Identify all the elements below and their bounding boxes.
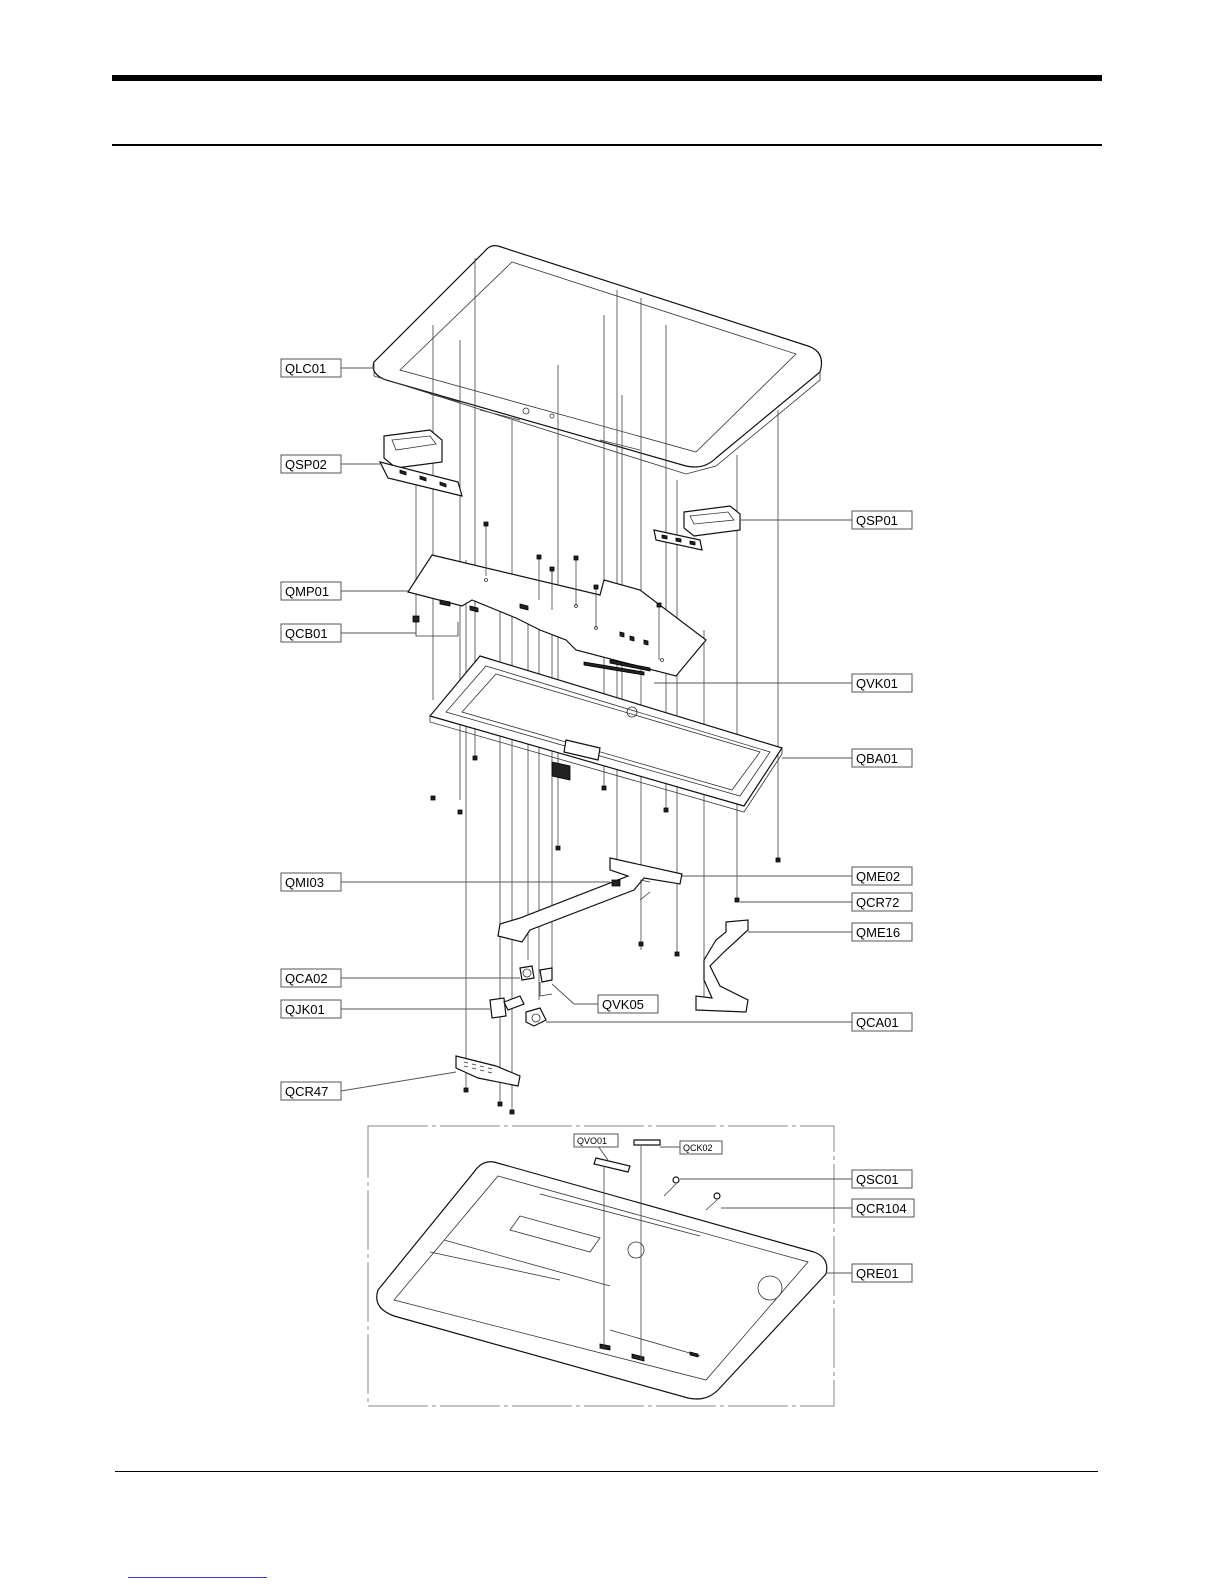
label-qck02: QCK02: [660, 1141, 722, 1154]
svg-text:QMP01: QMP01: [285, 584, 329, 599]
label-qlc01: QLC01: [281, 359, 374, 377]
label-qca02: QCA02: [281, 969, 520, 987]
label-qme02: QME02: [682, 867, 912, 885]
speaker-left: [380, 430, 462, 496]
svg-text:QSP02: QSP02: [285, 457, 327, 472]
label-qsp02: QSP02: [281, 455, 380, 473]
svg-text:QVK01: QVK01: [856, 676, 898, 691]
svg-text:QCR47: QCR47: [285, 1084, 328, 1099]
svg-text:QCA01: QCA01: [856, 1015, 899, 1030]
label-qba01: QBA01: [782, 749, 912, 767]
svg-text:QRE01: QRE01: [856, 1266, 899, 1281]
label-qca01: QCA01: [546, 1013, 912, 1031]
svg-text:QCB01: QCB01: [285, 626, 328, 641]
svg-text:QVO01: QVO01: [577, 1136, 607, 1146]
label-qcr104: QCR104: [721, 1199, 914, 1217]
label-qjk01: QJK01: [281, 1000, 490, 1018]
svg-text:QCR104: QCR104: [856, 1201, 907, 1216]
svg-text:QMI03: QMI03: [285, 875, 324, 890]
flex-cable-qme02: [498, 858, 682, 942]
label-qme16: QME16: [748, 923, 912, 941]
svg-text:QSP01: QSP01: [856, 513, 898, 528]
svg-text:QBA01: QBA01: [856, 751, 898, 766]
main-board: [408, 555, 706, 676]
svg-text:QCR72: QCR72: [856, 895, 899, 910]
svg-text:QLC01: QLC01: [285, 361, 326, 376]
svg-text:QME16: QME16: [856, 925, 900, 940]
svg-text:QCK02: QCK02: [683, 1143, 713, 1153]
label-qvk05: QVK05: [552, 984, 658, 1013]
label-qcb01: QCB01: [281, 624, 416, 642]
label-qmp01: QMP01: [281, 582, 408, 600]
svg-text:QSC01: QSC01: [856, 1172, 899, 1187]
rear-housing: [368, 1126, 834, 1406]
label-qre01: QRE01: [826, 1264, 912, 1282]
label-qsp01: QSP01: [740, 511, 912, 529]
svg-text:QCA02: QCA02: [285, 971, 328, 986]
label-qsc01: QSC01: [680, 1170, 912, 1188]
label-qcr47: QCR47: [281, 1072, 456, 1100]
label-qmi03: QMI03: [281, 873, 610, 891]
svg-text:QVK05: QVK05: [602, 997, 644, 1012]
label-qvk01: QVK01: [654, 674, 912, 692]
small-modules: [490, 966, 552, 1026]
svg-text:QJK01: QJK01: [285, 1002, 325, 1017]
label-qcr72: QCR72: [740, 893, 912, 911]
label-qvo01: QVO01: [574, 1134, 618, 1160]
svg-text:QME02: QME02: [856, 869, 900, 884]
speaker-right: [654, 506, 740, 550]
cable-qcb01: [413, 616, 458, 636]
